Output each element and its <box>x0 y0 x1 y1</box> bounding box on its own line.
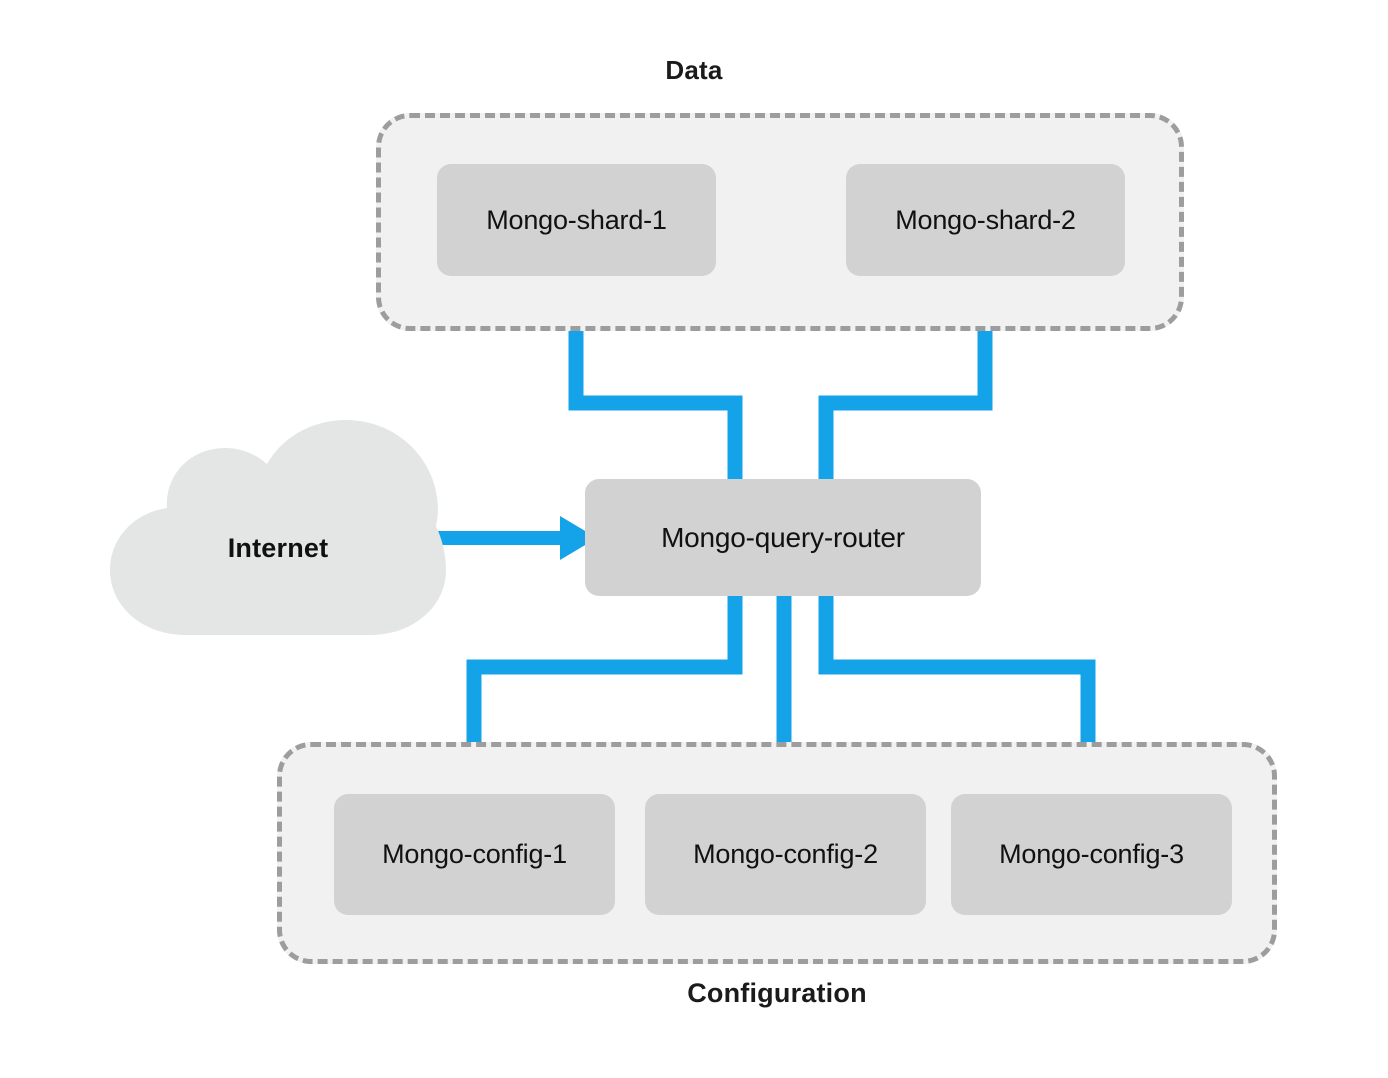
cloud-icon <box>110 420 446 635</box>
node-label: Mongo-config-2 <box>693 839 878 869</box>
node-label: Mongo-query-router <box>661 521 905 553</box>
node-mongo-config-3[interactable]: Mongo-config-3 <box>951 794 1232 915</box>
node-label: Mongo-config-3 <box>999 839 1184 869</box>
node-mongo-shard-1[interactable]: Mongo-shard-1 <box>437 164 716 276</box>
edge-internet-to-router <box>424 516 597 560</box>
node-mongo-query-router[interactable]: Mongo-query-router <box>585 479 981 596</box>
node-label: Mongo-shard-2 <box>895 204 1076 235</box>
node-label: Mongo-shard-1 <box>486 204 667 235</box>
node-internet-cloud[interactable]: Internet <box>108 420 448 635</box>
node-mongo-shard-2[interactable]: Mongo-shard-2 <box>846 164 1125 276</box>
node-mongo-config-2[interactable]: Mongo-config-2 <box>645 794 926 915</box>
node-mongo-config-1[interactable]: Mongo-config-1 <box>334 794 615 915</box>
group-caption-configuration: Configuration <box>687 978 867 1008</box>
node-label: Internet <box>227 533 329 563</box>
group-caption-data: Data <box>665 55 723 85</box>
node-label: Mongo-config-1 <box>382 839 567 869</box>
